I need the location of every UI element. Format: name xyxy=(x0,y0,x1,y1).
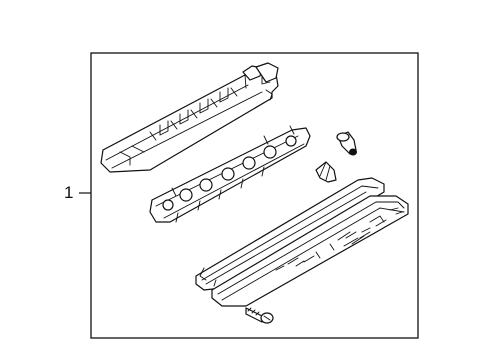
screw-icon xyxy=(245,307,274,324)
grommet-icon xyxy=(336,131,357,156)
light-bar-housing-icon xyxy=(100,62,279,173)
callout-label-1: 1 xyxy=(64,183,74,202)
bulb-icon xyxy=(315,161,337,183)
bulb-holder-plate-icon xyxy=(149,125,311,223)
lens-assembly-icon xyxy=(195,177,409,307)
assembly-frame xyxy=(90,52,419,339)
